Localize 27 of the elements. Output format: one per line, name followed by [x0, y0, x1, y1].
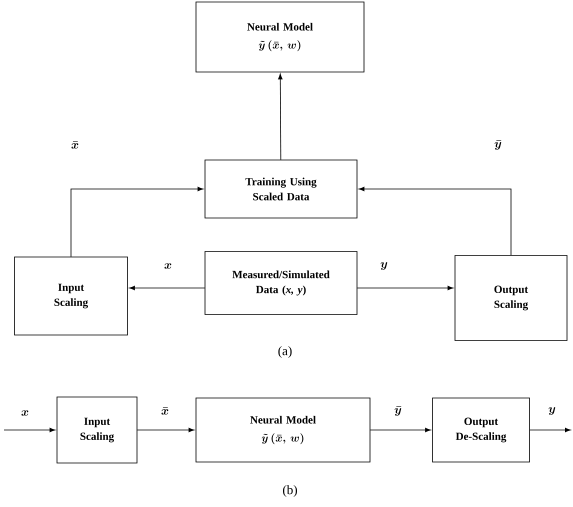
arrow	[137, 428, 194, 432]
edge-label: $\bar{x}$	[70, 140, 80, 150]
edge-label: $y$	[379, 261, 389, 271]
process-box: Input Scaling	[14, 256, 128, 336]
arrow	[370, 428, 431, 432]
edge-label: $\bar{x}$	[160, 406, 170, 416]
process-box: Measured/Simulated Data (x, y)	[204, 251, 358, 315]
arrow	[358, 186, 512, 256]
arrow	[278, 74, 282, 160]
process-box: Neural Model $\tilde{y}\,(\bar{x},\, w)$	[196, 398, 370, 462]
edge-label: $\bar{y}$	[493, 139, 503, 151]
caption: (a)	[278, 346, 292, 358]
edge-label: $x$	[20, 409, 30, 417]
arrow	[530, 428, 571, 432]
process-box: Input Scaling	[56, 396, 138, 464]
edge-label: $y$	[547, 406, 557, 416]
edge-label: $x$	[163, 262, 173, 270]
arrow	[357, 286, 454, 290]
edge-label: $\bar{y}$	[393, 405, 403, 417]
process-box: Output Scaling	[454, 255, 568, 341]
process-box: Neural Model $\tilde{y}\,(\bar{x},\, w)$	[196, 2, 364, 72]
arrow	[4, 428, 56, 432]
process-box: Training Using Scaled Data	[204, 160, 358, 218]
process-box: Output De-Scaling	[432, 398, 530, 462]
caption: (b)	[283, 485, 298, 497]
arrow	[70, 186, 204, 257]
arrow	[129, 286, 205, 290]
